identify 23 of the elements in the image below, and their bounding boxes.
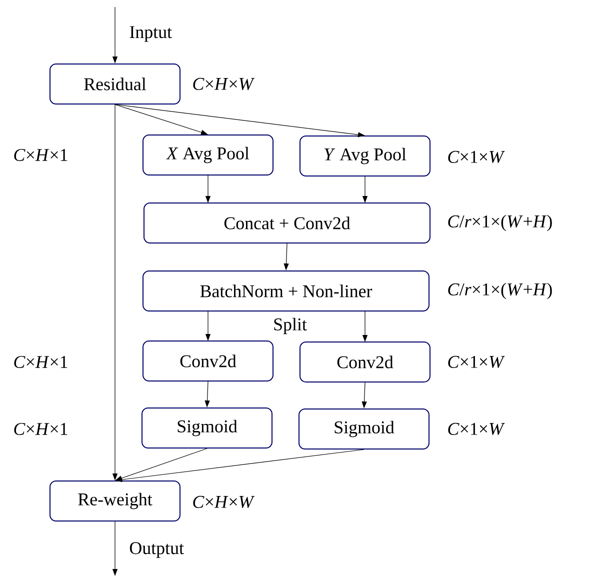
dimension-label: C/r×1×(W+H)	[448, 214, 552, 232]
process-box: BatchNorm + Non-liner	[142, 270, 430, 312]
process-box: Y Avg Pool	[300, 136, 430, 176]
dimension-label: C×H×W	[193, 78, 255, 90]
dimension-label: Split	[274, 318, 307, 334]
process-box: Residual	[50, 64, 180, 104]
dimension-label: C/r×1×(W+H)	[448, 282, 552, 300]
dimension-label: C×1×W	[448, 356, 505, 368]
process-box: Conv2d	[300, 342, 430, 382]
edge-label: Inptut	[128, 25, 174, 43]
process-box: Re-weight	[50, 480, 180, 522]
process-box: Conv2d	[142, 340, 274, 382]
dimension-label: C×H×W	[193, 496, 255, 508]
edge-label: Outptut	[128, 541, 185, 559]
dimension-label: C×1×W	[448, 422, 505, 436]
process-box: Sigmoid	[142, 408, 272, 448]
dimension-label: C×H×1	[14, 422, 68, 436]
dimension-label: C×H×1	[14, 356, 68, 368]
process-box: Concat + Conv2d	[144, 202, 430, 244]
dimension-label: C×H×1	[14, 148, 68, 162]
process-box: X Avg Pool	[142, 134, 274, 176]
process-box: Sigmoid	[298, 408, 430, 450]
dimension-label: C×1×W	[448, 150, 505, 164]
